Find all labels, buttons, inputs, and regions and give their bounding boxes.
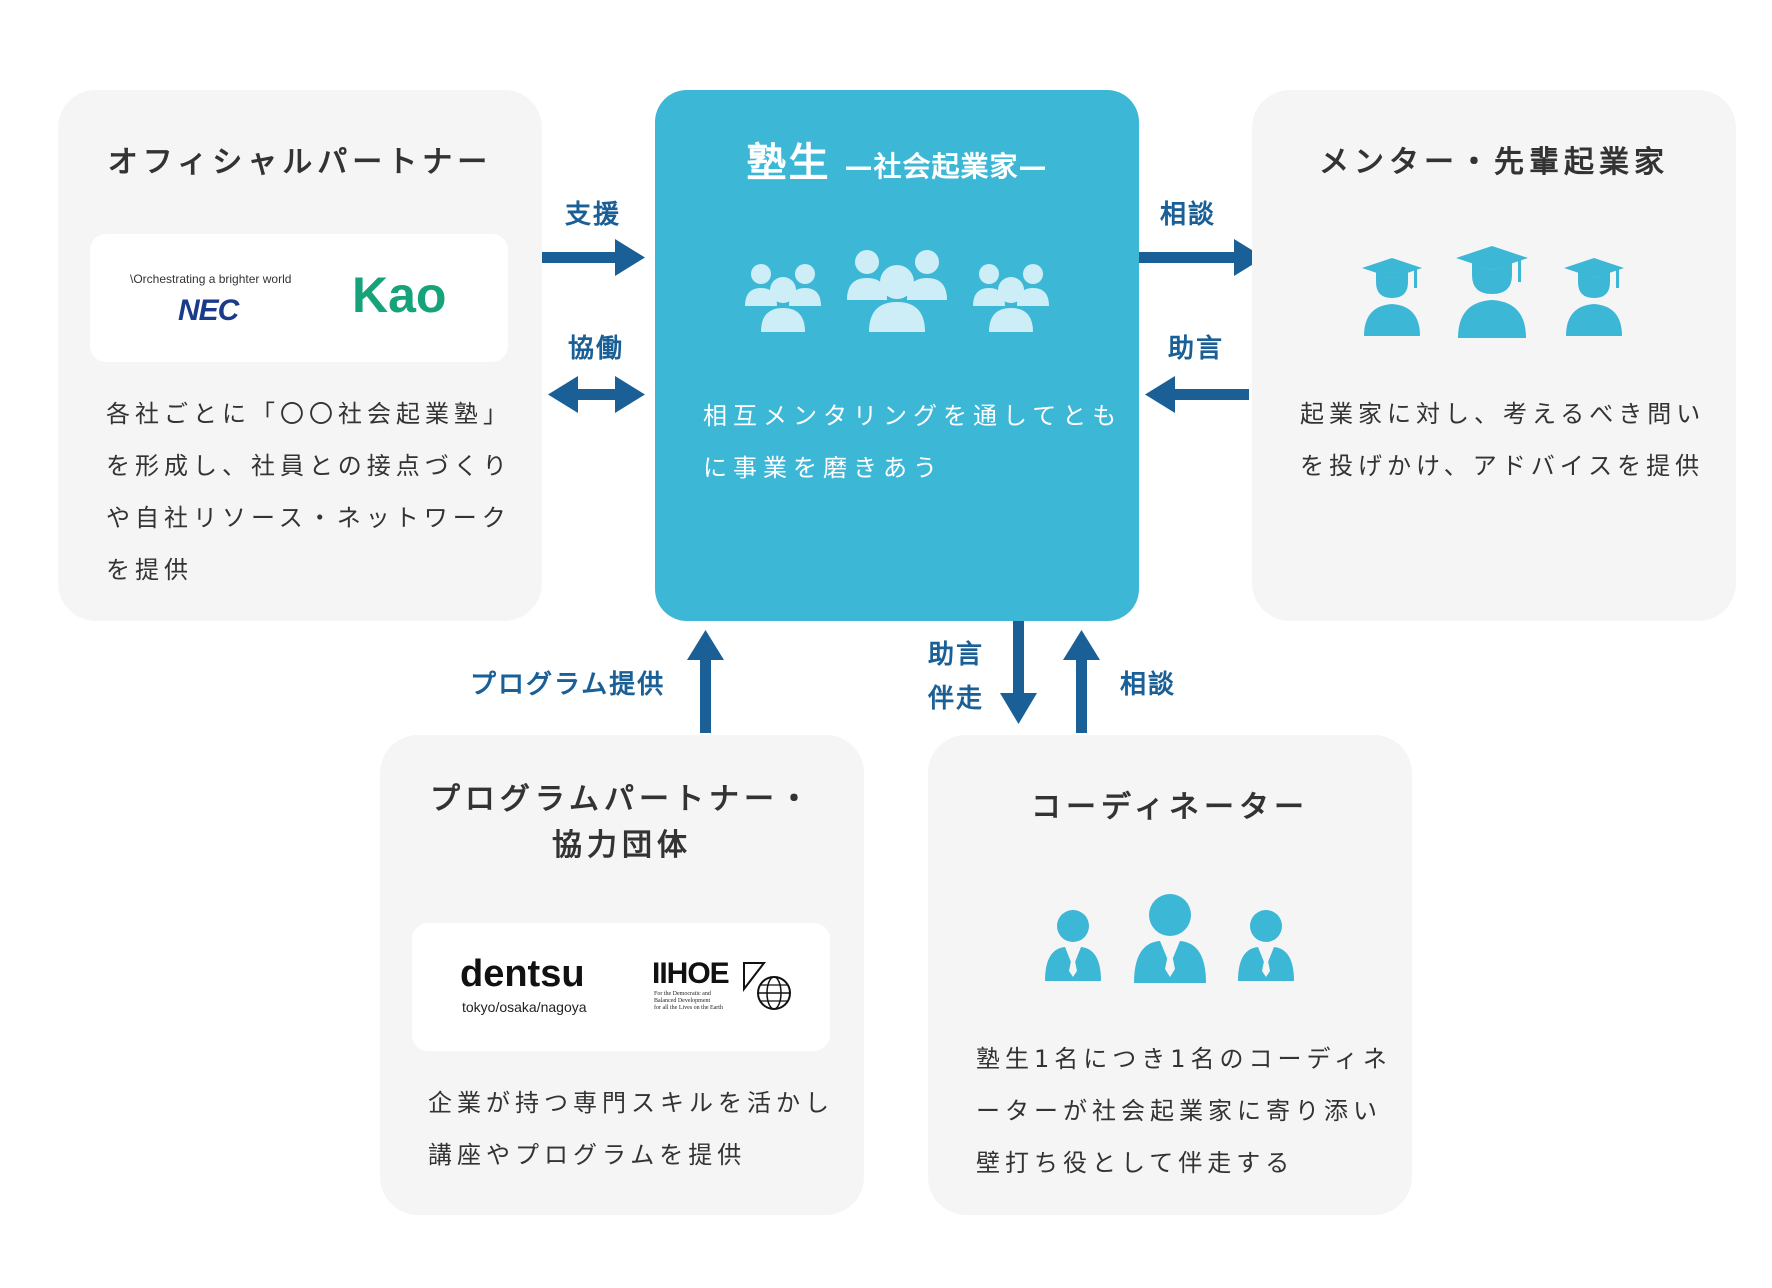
desc-line: を提供 [106, 556, 193, 584]
nec-logo: NEC [178, 294, 239, 327]
advice-left-arrow [1145, 376, 1249, 413]
center-desc: 相互メンタリングを通してとも に事業を磨きあう [703, 390, 1122, 494]
label-support: 支援 [565, 200, 622, 230]
program-partner-desc: 企業が持つ専門スキルを活かし 講座やプログラムを提供 [428, 1077, 834, 1181]
business-person-icon [1045, 910, 1101, 981]
label-advice-right: 助言 [1168, 334, 1225, 364]
coordinator-card: コーディネーター 塾生1名につき1名のコーディネ ーターが社会起業家に寄り添い … [928, 735, 1412, 1215]
center-title-main: 塾生 [746, 140, 831, 186]
mentor-card: メンター・先輩起業家 起業家に対し、考えるべき問い [1252, 90, 1736, 621]
mentor-desc: 起業家に対し、考えるべき問い を投げかけ、アドバイスを提供 [1300, 388, 1705, 492]
desc-line: 塾生1名につき1名のコーディネ [976, 1045, 1392, 1073]
desc-line: を投げかけ、アドバイスを提供 [1300, 452, 1705, 480]
official-partner-desc: 各社ごとに「〇〇社会起業塾」 を形成し、社員との接点づくり や自社リソース・ネッ… [106, 388, 512, 596]
graduate-icons [1362, 246, 1624, 338]
desc-line: 企業が持つ専門スキルを活かし [428, 1089, 834, 1117]
iihoe-sub-line: For the Democratic and [654, 991, 711, 997]
program-partner-title-line: プログラムパートナー・ [429, 782, 815, 817]
program-partner-title-line: 協力団体 [552, 828, 692, 863]
iihoe-sub-line: for all the Lives on the Earth [654, 1005, 723, 1011]
center-title: 塾生 —社会起業家— [655, 130, 1139, 188]
iihoe-logo: IIHOE [652, 957, 730, 990]
desc-line: 相互メンタリングを通してとも [703, 402, 1123, 430]
coordinator-title: コーディネーター [1031, 790, 1309, 825]
desc-line: 講座やプログラムを提供 [428, 1141, 747, 1169]
iihoe-sub-line: Balanced Development [654, 998, 711, 1004]
advice-down-arrow [1000, 621, 1037, 724]
center-card: 塾生 —社会起業家— [655, 90, 1139, 621]
kao-logo: Kao [352, 267, 447, 323]
consult-up-arrow [1063, 630, 1100, 733]
business-person-icons [1045, 894, 1294, 983]
people-group-icon [847, 250, 947, 332]
collaboration-arrow [548, 376, 645, 413]
label-consult-right: 相談 [1160, 200, 1217, 230]
coordinator-desc: 塾生1名につき1名のコーディネ ーターが社会起業家に寄り添い 壁打ち役として伴走… [976, 1033, 1392, 1189]
people-group-icon [973, 264, 1049, 332]
official-partner-logos: \Orchestrating a brighter world NEC Kao [90, 234, 508, 362]
program-partner-title: プログラムパートナー・ 協力団体 [380, 777, 864, 869]
label-accompany-down: 伴走 [928, 684, 985, 714]
support-arrow [540, 239, 645, 276]
people-group-icon [745, 264, 821, 332]
program-up-arrow [687, 630, 724, 733]
mentor-title: メンター・先輩起業家 [1319, 145, 1669, 180]
graduate-icon [1564, 258, 1624, 336]
official-partner-card: オフィシャルパートナー \Orchestrating a brighter wo… [58, 90, 542, 621]
globe-icon [743, 962, 791, 1010]
iihoe-sub: For the Democratic and Balanced Developm… [654, 991, 723, 1012]
nec-tagline: \Orchestrating a brighter world [130, 272, 292, 286]
dentsu-logo: dentsu [460, 953, 585, 995]
center-title-sub: —社会起業家— [844, 150, 1048, 183]
desc-line: を形成し、社員との接点づくり [106, 452, 512, 480]
label-collaboration: 協働 [568, 334, 625, 364]
business-person-icon [1134, 894, 1206, 983]
label-program-provide: プログラム提供 [470, 670, 666, 700]
business-person-icon [1238, 910, 1294, 981]
label-consult-up: 相談 [1120, 670, 1177, 700]
label-advice-down: 助言 [928, 640, 985, 670]
official-partner-title: オフィシャルパートナー [107, 145, 493, 180]
people-group-icons [745, 250, 1049, 332]
graduate-icon [1456, 246, 1528, 338]
desc-line: や自社リソース・ネットワーク [106, 504, 511, 532]
dentsu-sub: tokyo/osaka/nagoya [462, 999, 587, 1015]
consult-right-arrow [1139, 239, 1264, 276]
desc-line: ーターが社会起業家に寄り添い [976, 1097, 1382, 1125]
desc-line: 起業家に対し、考えるべき問い [1300, 400, 1706, 428]
desc-line: 壁打ち役として伴走する [976, 1149, 1295, 1177]
desc-line: 各社ごとに「〇〇社会起業塾」 [106, 400, 512, 428]
graduate-icon [1362, 258, 1422, 336]
program-partner-logos: dentsu tokyo/osaka/nagoya IIHOE For the … [412, 923, 830, 1051]
program-partner-card: プログラムパートナー・ 協力団体 dentsu tokyo/osaka/nago… [380, 735, 864, 1215]
desc-line: に事業を磨きあう [703, 454, 943, 482]
